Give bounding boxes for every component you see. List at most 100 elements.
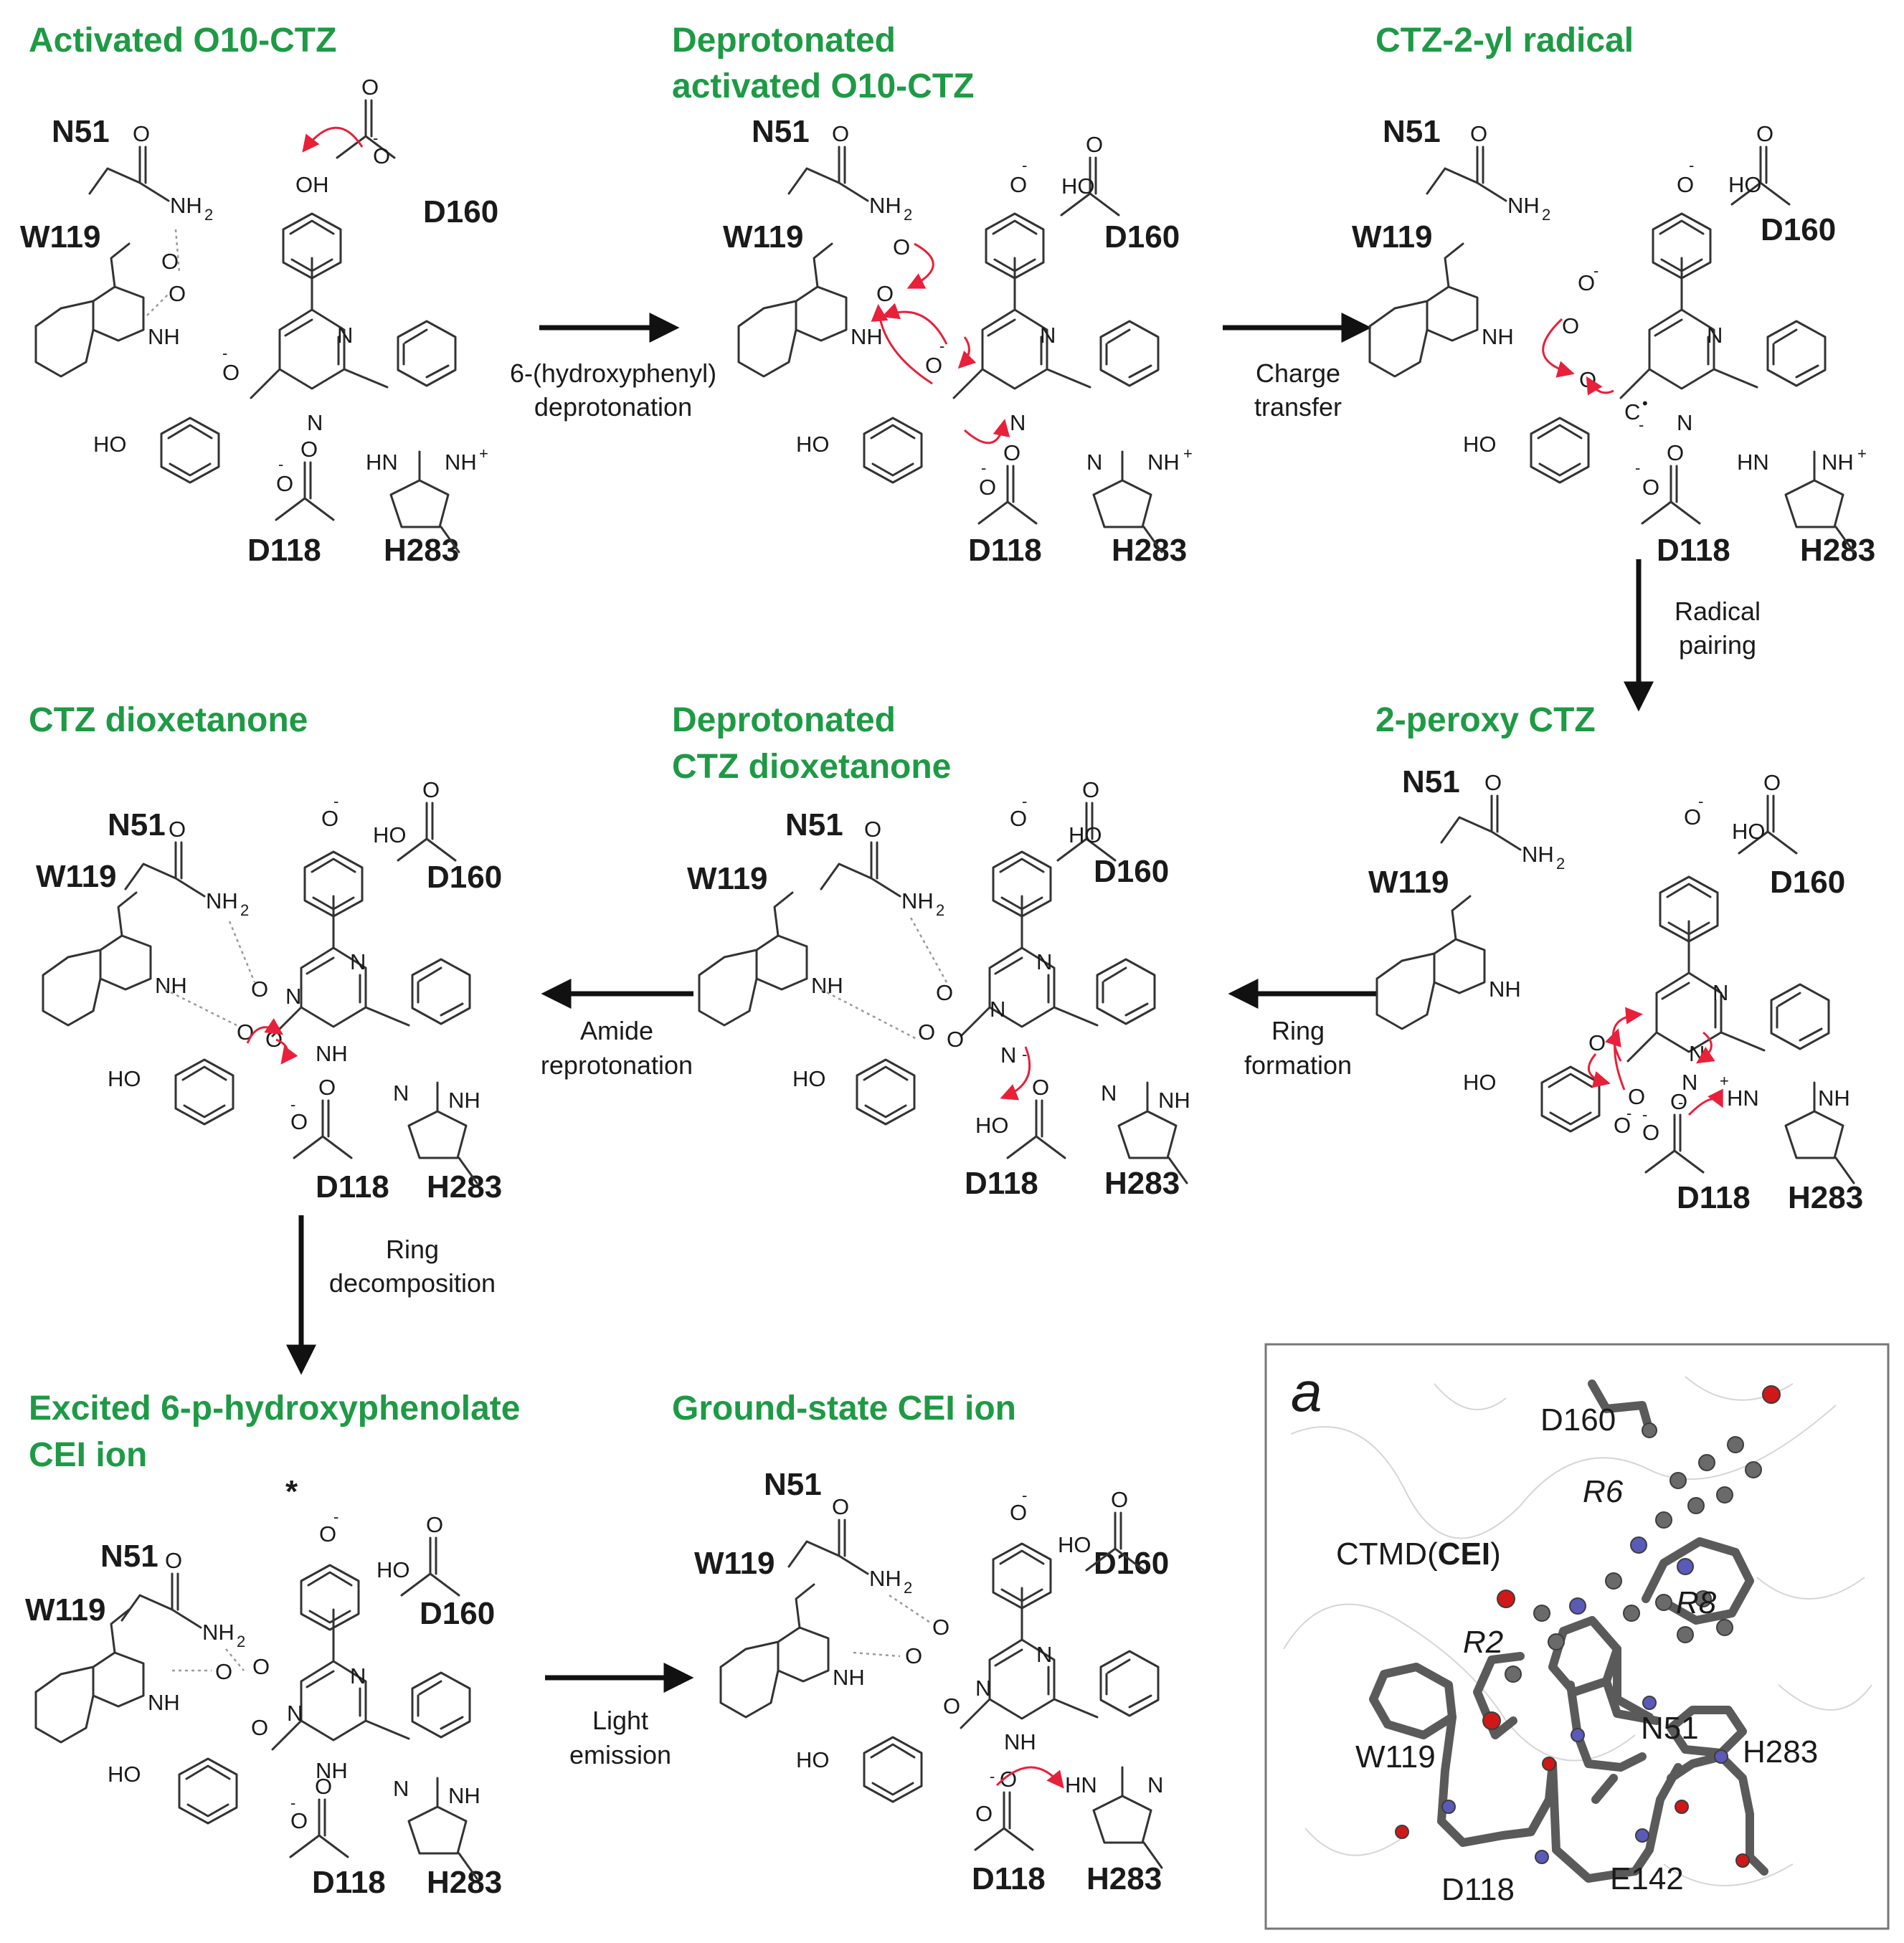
residue-h283: H283 bbox=[1800, 533, 1875, 568]
label-h283: H283 bbox=[1743, 1734, 1818, 1769]
atom-o: O bbox=[215, 1659, 232, 1684]
charge-plus: + bbox=[1857, 445, 1867, 462]
atom-o: O bbox=[290, 1109, 308, 1134]
atom-oh: OH bbox=[295, 172, 329, 197]
transition-3-line-2: pairing bbox=[1679, 630, 1756, 660]
step-2-structure: N51 W119 D160 D118 H283 O O O - N N O - … bbox=[723, 114, 1193, 568]
atom-nh: NH bbox=[1818, 1085, 1850, 1111]
mechanism-arrow bbox=[995, 1766, 1064, 1789]
transition-1-line-1: 6-(hydroxyphenyl) bbox=[510, 358, 716, 388]
label-w119: W119 bbox=[1355, 1739, 1436, 1775]
residue-w119: W119 bbox=[36, 859, 117, 894]
atom-n: N bbox=[1147, 1772, 1163, 1797]
charge-minus: - bbox=[1022, 792, 1027, 810]
atom-n: N bbox=[1101, 1080, 1117, 1106]
atom-o: O bbox=[943, 1693, 960, 1719]
residue-d118: D118 bbox=[968, 533, 1042, 568]
label-r6: R6 bbox=[1583, 1474, 1624, 1509]
charge-minus: - bbox=[1642, 1106, 1647, 1123]
atom-o: O bbox=[979, 475, 996, 500]
residue-d118: D118 bbox=[1657, 533, 1730, 568]
atom-ho: HO bbox=[975, 1113, 1009, 1138]
transition-arrows: 6-(hydroxyphenyl) deprotonation Charge t… bbox=[286, 313, 1761, 1769]
hydrogen-bonds bbox=[853, 1594, 933, 1658]
step-2-title-line-2: activated O10-CTZ bbox=[672, 67, 974, 105]
step-7-title-line-1: Excited 6-p-hydroxyphenolate bbox=[29, 1389, 520, 1427]
residue-h283: H283 bbox=[1112, 533, 1187, 568]
atom-n: N bbox=[1036, 1642, 1052, 1667]
atom-o: O bbox=[321, 806, 338, 831]
charge-minus: - bbox=[1635, 459, 1640, 477]
residue-d118: D118 bbox=[316, 1169, 389, 1205]
step-4-title: 2-peroxy CTZ bbox=[1375, 701, 1596, 739]
atom-o: O bbox=[276, 471, 293, 496]
step-1-structure: N51 W119 D160 D118 H283 O O OH N N O - H… bbox=[20, 73, 498, 568]
residue-d160: D160 bbox=[423, 194, 498, 229]
atom-o: O bbox=[1010, 172, 1027, 197]
atom-n: N bbox=[393, 1776, 409, 1801]
residue-d118: D118 bbox=[247, 533, 321, 568]
atom-o: O bbox=[222, 360, 240, 385]
charge-minus: - bbox=[1022, 1486, 1027, 1504]
atom-ho: HO bbox=[1069, 822, 1102, 847]
charge-plus: + bbox=[1720, 1072, 1729, 1090]
atom-n: N bbox=[350, 1663, 366, 1688]
step-8-structure: N51 W119 D160 D118 H283 O O O - N N NH O… bbox=[694, 1467, 1169, 1896]
hydrogen-bonds bbox=[146, 229, 181, 316]
atom-nh: NH bbox=[448, 1088, 480, 1113]
atom-ho: HO bbox=[108, 1066, 141, 1091]
atom-hn: HN bbox=[1737, 450, 1769, 475]
charge-minus: - bbox=[222, 344, 227, 362]
residue-d160: D160 bbox=[1094, 854, 1169, 889]
charge-minus: - bbox=[1639, 416, 1644, 434]
atom-ho: HO bbox=[373, 822, 407, 847]
atom-o: O bbox=[893, 234, 910, 260]
atom-o: O bbox=[251, 977, 268, 1002]
atom-n: N bbox=[1713, 980, 1728, 1005]
charge-minus: - bbox=[290, 1096, 295, 1113]
residue-w119: W119 bbox=[1352, 219, 1433, 255]
atom-o: O bbox=[1628, 1084, 1645, 1109]
atom-n: N bbox=[350, 949, 366, 974]
atom-n: N bbox=[1040, 323, 1056, 348]
atom-ho: HO bbox=[108, 1762, 141, 1787]
atom-ho: HO bbox=[1732, 819, 1766, 844]
transition-6-line-2: decomposition bbox=[329, 1268, 496, 1298]
atom-n: N bbox=[307, 410, 323, 435]
mechanism-arrow bbox=[1687, 1088, 1723, 1116]
transition-4-line-2: formation bbox=[1244, 1050, 1352, 1080]
atom-o: O bbox=[975, 1801, 993, 1826]
charge-plus: + bbox=[479, 445, 488, 462]
atom-n: N bbox=[1086, 450, 1102, 475]
atom-o: O bbox=[905, 1643, 922, 1668]
residue-n51: N51 bbox=[764, 1467, 822, 1502]
atom-o: O bbox=[169, 281, 186, 306]
residue-n51: N51 bbox=[108, 807, 166, 842]
transition-4-line-1: Ring bbox=[1271, 1016, 1325, 1045]
mechanism-arrow bbox=[302, 126, 364, 153]
residue-d160: D160 bbox=[1770, 865, 1845, 900]
panel-a-letter: a bbox=[1291, 1360, 1322, 1423]
label-compound-bold: CEI bbox=[1438, 1536, 1490, 1572]
mechanism-arrow bbox=[1588, 1053, 1611, 1088]
atom-n: N bbox=[1707, 323, 1723, 348]
mechanism-arrow bbox=[964, 419, 1010, 445]
residue-n51: N51 bbox=[52, 114, 110, 149]
label-n51: N51 bbox=[1641, 1711, 1699, 1746]
step-5-title-line-2: CTZ dioxetanone bbox=[672, 748, 951, 786]
residue-d160: D160 bbox=[1761, 212, 1836, 247]
atom-n: N bbox=[975, 1676, 991, 1701]
transition-3-line-1: Radical bbox=[1675, 597, 1761, 626]
atom-o: O bbox=[251, 1715, 268, 1740]
mechanism-arrow bbox=[1542, 318, 1575, 378]
residue-w119: W119 bbox=[687, 861, 768, 896]
residue-h283: H283 bbox=[1104, 1166, 1180, 1201]
mechanism-arrow bbox=[1586, 376, 1614, 396]
step-3-title: CTZ-2-yl radical bbox=[1375, 22, 1634, 60]
step-5-structure: N51 W119 D160 D118 H283 O - N N N - O O … bbox=[687, 776, 1190, 1201]
residue-w119: W119 bbox=[694, 1546, 775, 1581]
transition-5-line-2: reprotonation bbox=[541, 1050, 693, 1080]
charge-plus: + bbox=[1183, 445, 1193, 462]
transition-2-line-2: transfer bbox=[1254, 392, 1342, 422]
